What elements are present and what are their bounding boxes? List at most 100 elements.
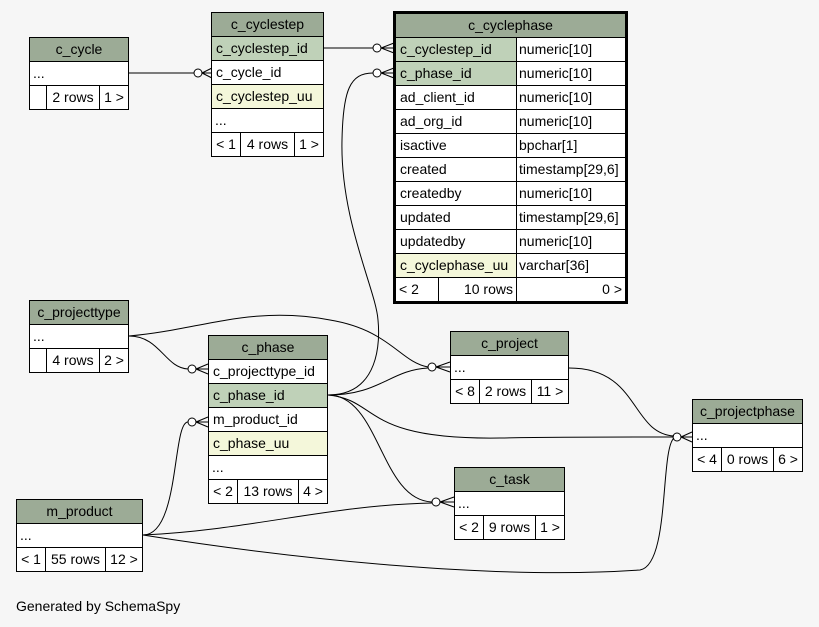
footer-children: 12 > — [110, 551, 138, 567]
footer-rows: 2 rows — [47, 86, 100, 109]
footer-parents: < 2 — [455, 516, 484, 539]
table-c_projectphase[interactable]: c_projectphase ... < 4 0 rows 6 > — [692, 399, 803, 472]
edge-endpoint — [187, 364, 197, 374]
table-title[interactable]: c_cycle — [30, 38, 128, 62]
edge-projecttype-project — [128, 314, 429, 368]
footer-children: 1 > — [299, 136, 319, 152]
edge-phase-project — [327, 367, 429, 396]
table-title[interactable]: c_task — [455, 468, 564, 492]
table-title[interactable]: c_cyclestep — [212, 13, 323, 37]
column-ellipsis: ... — [20, 527, 32, 543]
edge-phase-cyclephase — [327, 72, 380, 396]
footer-children: 2 > — [104, 352, 124, 368]
footer-parents: < 4 — [693, 448, 722, 471]
column-c_phase_uu[interactable]: c_phase_uu — [213, 435, 290, 451]
table-title[interactable]: c_projecttype — [30, 301, 128, 325]
column-created[interactable]: created — [400, 161, 447, 177]
column-type: numeric[10] — [516, 110, 625, 133]
edge-endpoint — [187, 417, 197, 427]
table-title[interactable]: c_phase — [209, 336, 327, 360]
column-m_product_id[interactable]: m_product_id — [213, 411, 298, 427]
column-createdby[interactable]: createdby — [400, 185, 462, 201]
footer-children: 11 > — [536, 383, 564, 399]
footer-children: 4 > — [303, 483, 323, 499]
table-title[interactable]: c_projectphase — [693, 400, 802, 424]
table-c_project[interactable]: c_project ... < 8 2 rows 11 > — [450, 331, 569, 404]
footer-parents: < 1 — [17, 548, 46, 571]
edge-endpoint — [427, 362, 437, 372]
column-type: varchar[36] — [516, 254, 625, 277]
footer-rows: 10 rows — [439, 278, 517, 301]
footer-rows: 4 rows — [241, 133, 295, 156]
column-updatedby[interactable]: updatedby — [400, 233, 466, 249]
edge-phase-projectphase — [327, 394, 675, 439]
table-c_cyclestep[interactable]: c_cyclestep c_cyclestep_id c_cycle_id c_… — [211, 12, 324, 157]
table-c_phase[interactable]: c_phase c_projecttype_id c_phase_id m_pr… — [208, 335, 328, 504]
column-ellipsis: ... — [33, 65, 45, 81]
column-ad_org_id[interactable]: ad_org_id — [400, 113, 463, 129]
column-c_phase_id[interactable]: c_phase_id — [213, 387, 285, 403]
table-title[interactable]: c_project — [451, 332, 568, 356]
column-type: numeric[10] — [516, 38, 625, 61]
footer-parents — [30, 86, 47, 109]
footer-parents — [30, 349, 47, 372]
table-title[interactable]: m_product — [17, 500, 142, 524]
column-c_projecttype_id[interactable]: c_projecttype_id — [213, 363, 315, 379]
column-ellipsis: ... — [458, 495, 470, 511]
footer-parents: < 2 — [209, 480, 238, 503]
table-c_task[interactable]: c_task ... < 2 9 rows 1 > — [454, 467, 565, 540]
footer-parents: < 1 — [212, 133, 241, 156]
edge-phase-task — [327, 394, 433, 503]
column-ellipsis: ... — [215, 112, 227, 128]
edge-product-projectphase — [142, 437, 675, 574]
column-type: timestamp[29,6] — [516, 158, 625, 181]
column-type: numeric[10] — [516, 182, 625, 205]
edge-project-projectphase — [568, 367, 675, 437]
edge-projecttype-phase — [128, 335, 189, 370]
edge-endpoint — [372, 43, 382, 53]
table-m_product[interactable]: m_product ... < 1 55 rows 12 > — [16, 499, 143, 572]
edge-product-task — [142, 502, 433, 536]
footer-rows: 4 rows — [47, 349, 100, 372]
column-c_cycle_id[interactable]: c_cycle_id — [216, 64, 282, 80]
footer-children: 6 > — [778, 451, 798, 467]
generated-by-note: Generated by SchemaSpy — [16, 598, 181, 614]
footer-rows: 13 rows — [238, 480, 299, 503]
footer-parents: < 8 — [451, 380, 480, 403]
footer-children: 1 > — [540, 519, 560, 535]
table-title[interactable]: c_cyclephase — [396, 14, 625, 38]
footer-rows: 9 rows — [484, 516, 536, 539]
column-type: timestamp[29,6] — [516, 206, 625, 229]
edge-product-phase — [142, 421, 189, 536]
column-type: numeric[10] — [516, 230, 625, 253]
footer-children: 1 > — [104, 89, 124, 105]
column-ellipsis: ... — [33, 328, 45, 344]
footer-parents: < 2 — [396, 278, 439, 301]
table-c_projecttype[interactable]: c_projecttype ... 4 rows 2 > — [29, 300, 129, 373]
column-c_phase_id[interactable]: c_phase_id — [396, 62, 516, 85]
column-c_cyclephase_uu[interactable]: c_cyclephase_uu — [396, 254, 516, 277]
column-ad_client_id[interactable]: ad_client_id — [400, 89, 475, 105]
edge-endpoint — [372, 68, 382, 78]
footer-rows: 55 rows — [46, 548, 106, 571]
table-c_cycle[interactable]: c_cycle ... 2 rows 1 > — [29, 37, 129, 110]
column-ellipsis: ... — [212, 459, 224, 475]
column-c_cyclestep_id[interactable]: c_cyclestep_id — [396, 38, 516, 61]
column-updated[interactable]: updated — [400, 209, 451, 225]
column-c_cyclestep_uu[interactable]: c_cyclestep_uu — [216, 88, 313, 104]
column-ellipsis: ... — [454, 359, 466, 375]
edge-endpoint — [193, 68, 203, 78]
table-c_cyclephase[interactable]: c_cyclephase c_cyclestep_id numeric[10] … — [393, 11, 628, 304]
column-isactive[interactable]: isactive — [400, 137, 447, 153]
column-type: numeric[10] — [516, 86, 625, 109]
edge-endpoint — [431, 497, 441, 507]
edge-endpoint — [672, 432, 682, 442]
column-ellipsis: ... — [696, 427, 708, 443]
column-type: bpchar[1] — [516, 134, 625, 157]
column-c_cyclestep_id[interactable]: c_cyclestep_id — [216, 40, 308, 56]
footer-rows: 2 rows — [480, 380, 532, 403]
column-type: numeric[10] — [516, 62, 625, 85]
footer-children: 0 > — [602, 281, 622, 297]
footer-rows: 0 rows — [722, 448, 774, 471]
